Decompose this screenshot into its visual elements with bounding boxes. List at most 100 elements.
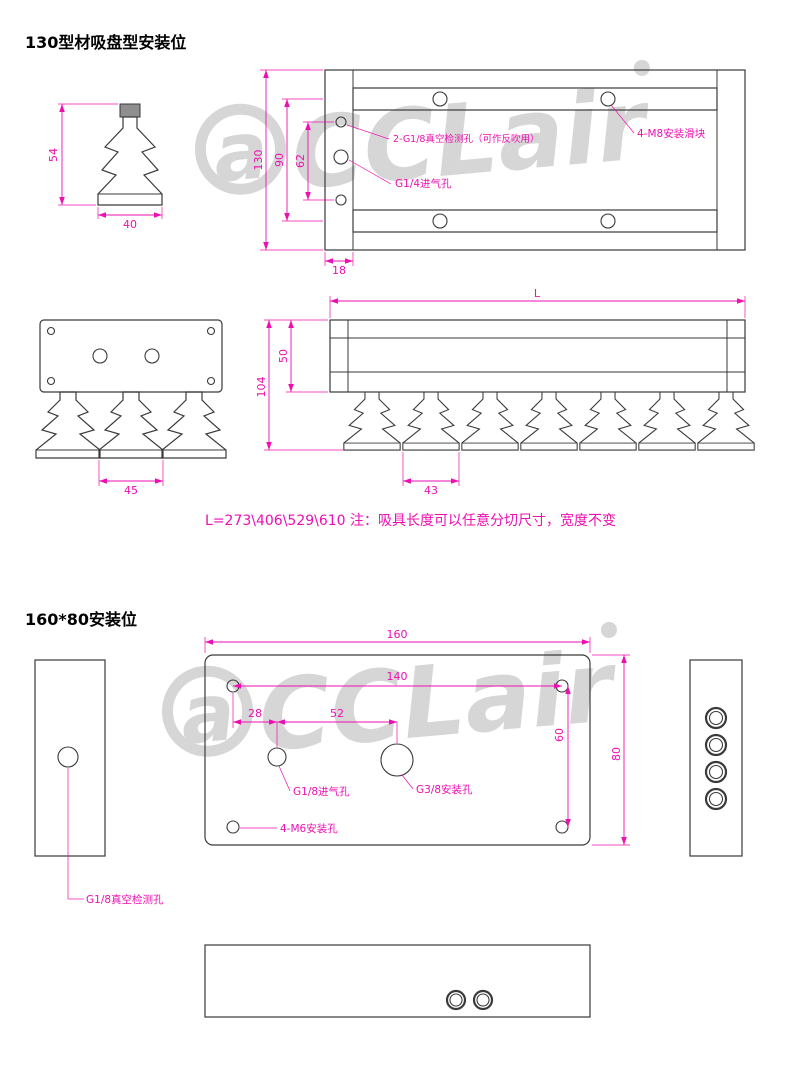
dim-height: 80 xyxy=(592,654,630,846)
dim-length: L xyxy=(329,287,746,318)
suction-cup xyxy=(697,391,755,451)
dim-cup-front: 45 xyxy=(98,460,164,497)
dim-hole-span-y: 60 xyxy=(553,686,571,827)
dim-body-height: 50 xyxy=(264,319,328,393)
dim-plate-width-text: 18 xyxy=(332,264,346,277)
bottom-plate xyxy=(204,944,591,1018)
dim-rail-pitch: 90 xyxy=(273,98,323,222)
m6-hole xyxy=(555,820,569,834)
dim-mount-x-text: 52 xyxy=(330,707,344,720)
dim-rail-pitch-text: 90 xyxy=(273,153,286,167)
label-slider: 4-M8安装滑块 xyxy=(610,104,706,140)
suction-cup xyxy=(461,391,519,451)
label-vacuum-text: G1/8真空检测孔 xyxy=(86,893,164,906)
title-160: 160*80安装位 xyxy=(25,610,137,629)
port-ring-inner xyxy=(708,710,724,726)
watermark-dot xyxy=(600,621,617,638)
mount-hole xyxy=(380,743,414,777)
dim-inlet-x: 28 xyxy=(232,693,278,747)
vacuum-hole xyxy=(335,116,347,128)
suction-cup xyxy=(35,391,101,459)
m6-hole xyxy=(226,820,240,834)
plate-top-view: 160 140 80 60 28 xyxy=(204,628,630,846)
slider-hole xyxy=(600,213,616,229)
side-view: L 50 104 43 xyxy=(255,287,755,497)
slider-hole xyxy=(432,213,448,229)
dim-plate-width: 18 xyxy=(324,252,354,277)
corner-hole xyxy=(206,376,216,386)
dim-cup-front-text: 45 xyxy=(124,484,138,497)
dim-hole-span-x: 140 xyxy=(233,670,562,689)
label-vacuum-holes-text: 2-G1/8真空检测孔（可作反吹用） xyxy=(393,133,539,145)
watermark-logo-circle xyxy=(194,103,286,195)
label-mount: G3/8安装孔 xyxy=(401,774,473,796)
dim-cup-side: 43 xyxy=(402,452,460,497)
cup-side-view: 54 40 xyxy=(47,103,163,231)
slider-hole xyxy=(432,91,448,107)
label-inlet-hole: G1/4进气孔 xyxy=(348,159,452,190)
port-ring-inner xyxy=(449,993,463,1007)
top-rail xyxy=(352,87,718,111)
label-m6: 4-M6安装孔 xyxy=(240,822,338,835)
corner-hole xyxy=(206,326,216,336)
port-ring xyxy=(704,733,728,757)
suction-cup xyxy=(402,391,460,451)
dim-cup-side-text: 43 xyxy=(424,484,438,497)
dim-height-text: 80 xyxy=(610,747,623,761)
cup-profile xyxy=(97,116,163,206)
port-ring xyxy=(472,989,494,1011)
port-ring xyxy=(704,760,728,784)
section-160: 160*80安装位 G1/8真空检测孔 160 xyxy=(25,610,743,1018)
front-view: 45 xyxy=(35,319,227,497)
dim-hole-pitch: 62 xyxy=(294,121,334,201)
inlet-hole xyxy=(333,149,349,165)
label-m6-text: 4-M6安装孔 xyxy=(280,822,338,835)
frame-outline xyxy=(324,69,746,251)
suction-cup xyxy=(579,391,637,451)
dim-cup-width: 40 xyxy=(97,207,163,231)
corner-hole xyxy=(46,376,56,386)
bottom-rail xyxy=(352,209,718,233)
vacuum-hole xyxy=(335,194,347,206)
label-slider-text: 4-M8安装滑块 xyxy=(637,127,706,140)
watermark-logo-circle xyxy=(162,665,254,757)
dim-frame-height: 130 xyxy=(252,69,323,251)
front-plate xyxy=(39,319,223,393)
left-plate xyxy=(34,659,106,857)
dim-width: 160 xyxy=(204,628,591,653)
dim-body-height-text: 50 xyxy=(277,349,290,363)
label-vacuum-holes: 2-G1/8真空检测孔（可作反吹用） xyxy=(346,124,539,145)
port-hole xyxy=(144,348,160,364)
label-inlet-text: G1/8进气孔 xyxy=(293,785,350,798)
dim-total-height-text: 104 xyxy=(255,377,268,398)
suction-cup xyxy=(161,391,227,459)
dim-cup-width-text: 40 xyxy=(123,218,137,231)
suction-cup xyxy=(638,391,696,451)
label-inlet-hole-text: G1/4进气孔 xyxy=(395,177,452,190)
watermark-logo-a: a xyxy=(177,665,239,762)
body-outline xyxy=(329,319,746,393)
bottom-view xyxy=(204,944,591,1018)
suction-cup xyxy=(343,391,401,451)
dim-total-height: 104 xyxy=(255,320,344,451)
port-ring xyxy=(704,706,728,730)
label-vacuum: G1/8真空检测孔 xyxy=(67,768,164,906)
dim-hole-pitch-text: 62 xyxy=(294,154,307,168)
inlet-hole xyxy=(267,747,287,767)
dim-length-text: L xyxy=(534,287,541,300)
suction-cup xyxy=(98,391,164,459)
frame-top-view: 130 90 62 18 2-G1/8真空 xyxy=(252,69,746,277)
port-ring-inner xyxy=(708,791,724,807)
port-ring xyxy=(445,989,467,1011)
port-ring xyxy=(704,787,728,811)
port-ring-inner xyxy=(708,737,724,753)
dim-frame-height-text: 130 xyxy=(252,150,265,171)
slider-hole xyxy=(600,91,616,107)
right-plate xyxy=(689,659,743,857)
cup-fitting xyxy=(119,103,141,118)
label-mount-text: G3/8安装孔 xyxy=(416,783,473,796)
suction-cup xyxy=(520,391,578,451)
port-ring-inner xyxy=(476,993,490,1007)
dim-width-text: 160 xyxy=(387,628,408,641)
